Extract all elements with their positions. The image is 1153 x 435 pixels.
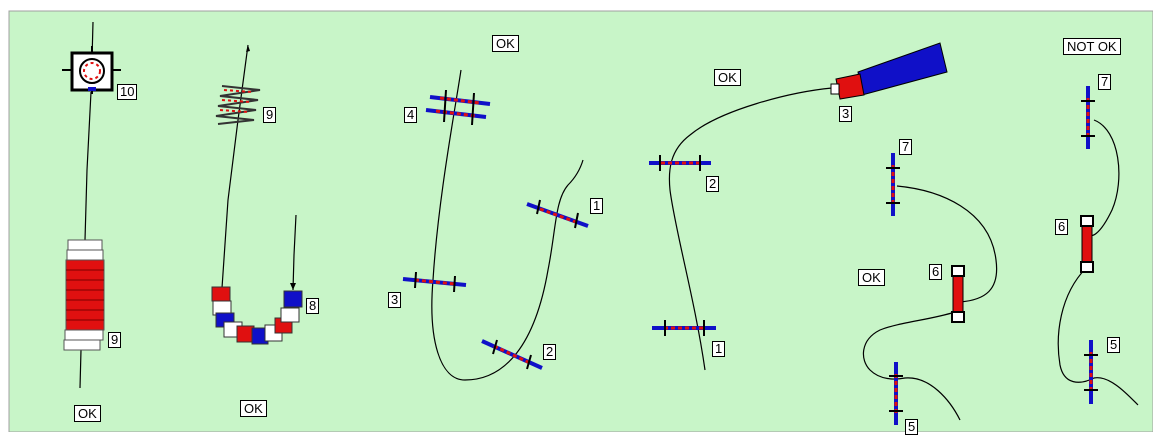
component-1-icon <box>652 320 716 336</box>
status-label-ok: OK <box>858 269 885 286</box>
zigzag-inductor-icon <box>215 85 261 125</box>
component-label: 1 <box>590 198 604 214</box>
wire <box>292 214 297 291</box>
component-4-icon <box>425 89 491 126</box>
component-label: 4 <box>404 107 418 123</box>
wire <box>431 69 584 381</box>
component-7-icon <box>886 153 900 216</box>
component-1-icon <box>526 199 589 229</box>
horseshoe-icon <box>211 286 303 345</box>
wire <box>1087 119 1120 237</box>
wire <box>862 311 961 421</box>
circuit-group-1 <box>62 21 121 389</box>
component-label: 5 <box>1107 337 1121 353</box>
component-6-icon <box>1080 215 1094 273</box>
component-5-icon <box>1084 340 1098 404</box>
component-3-icon <box>830 42 948 100</box>
status-label-ok: OK <box>492 35 519 52</box>
wire <box>896 185 998 303</box>
status-label-ok: OK <box>74 405 101 422</box>
circuit-group-4 <box>649 42 948 371</box>
component-label: 9 <box>108 332 122 348</box>
large-resistor-icon <box>63 239 105 351</box>
wire <box>1057 267 1139 406</box>
round-inductor-icon <box>62 46 121 94</box>
component-label: 3 <box>388 292 402 308</box>
component-label: 1 <box>712 341 726 357</box>
circuit-group-3 <box>402 69 589 381</box>
component-6-icon <box>951 265 965 323</box>
status-label-not-ok: NOT OK <box>1063 38 1121 55</box>
circuit-group-5 <box>862 153 998 425</box>
component-3-icon <box>402 271 467 293</box>
component-label: 6 <box>929 264 943 280</box>
circuit-group-2 <box>211 44 303 345</box>
wire <box>221 44 249 289</box>
component-label: 9 <box>263 107 277 123</box>
component-2-icon <box>481 339 543 370</box>
component-label: 2 <box>543 344 557 360</box>
component-label: 6 <box>1055 219 1069 235</box>
component-label: 10 <box>117 84 138 100</box>
component-label: 8 <box>306 298 320 314</box>
status-label-ok: OK <box>714 69 741 86</box>
component-label: 5 <box>905 419 919 435</box>
component-label: 3 <box>839 106 853 122</box>
status-label-ok: OK <box>240 400 267 417</box>
component-label: 7 <box>899 139 913 155</box>
component-label: 7 <box>1098 74 1112 90</box>
component-2-icon <box>649 155 711 171</box>
component-5-icon <box>889 362 903 425</box>
circuit-group-6 <box>1057 86 1139 406</box>
component-label: 2 <box>706 176 720 192</box>
component-7-icon <box>1081 86 1095 149</box>
